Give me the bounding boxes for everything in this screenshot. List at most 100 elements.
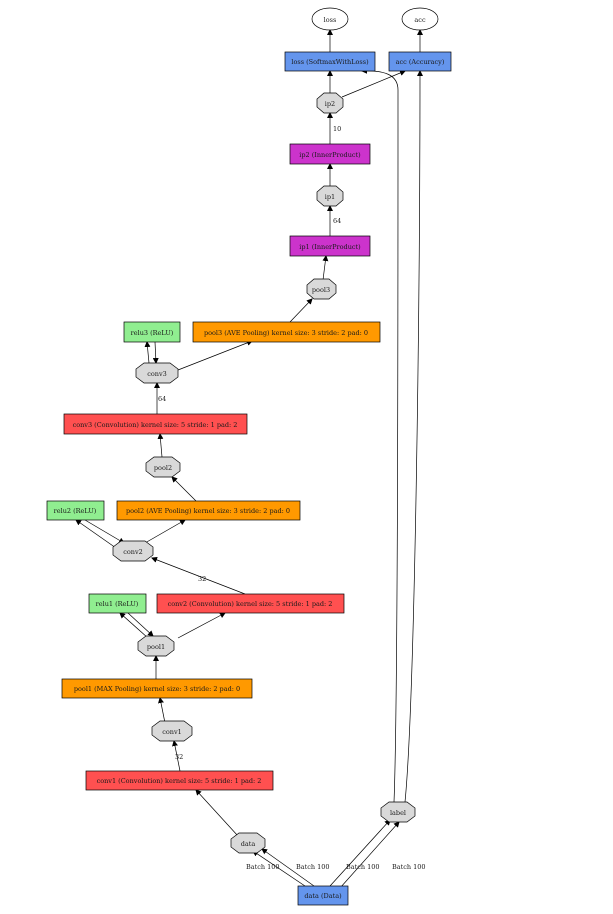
edge-pool2-conv3layer: [157, 433, 164, 458]
layer-conv1-label: conv1 (Convolution) kernel size: 5 strid…: [97, 777, 262, 785]
edge-datalayer-label-1: [329, 819, 391, 887]
blob-pool3-label: pool3: [312, 286, 330, 294]
blob-conv3-label: conv3: [147, 370, 167, 378]
edge-label-losslayer: [361, 67, 399, 803]
edge-label-conv3-out: 64: [158, 395, 166, 403]
layer-loss-label: loss (SoftmaxWithLoss): [291, 58, 369, 66]
edge-label-conv1-out: 32: [175, 753, 183, 761]
layer-pool3-box: [192, 321, 381, 343]
layer-ip1-label: ip1 (InnerProduct): [299, 243, 361, 251]
blob-conv1: conv1: [151, 720, 193, 742]
blob-pool2-label: pool2: [154, 464, 172, 472]
blob-ip1: ip1: [316, 185, 344, 207]
blob-pool1-label: pool1: [147, 643, 165, 651]
layer-relu3-box: [123, 321, 181, 343]
edge-datalayer-data-2: [261, 848, 315, 887]
edge-conv2layer-conv2: [151, 557, 246, 595]
edge-data-conv1layer: [195, 789, 239, 837]
layer-ip2: ip2 (InnerProduct): [289, 143, 371, 165]
blob-pool2: pool2: [145, 456, 181, 478]
layer-relu2-label: relu2 (ReLU): [54, 507, 97, 515]
edge-conv3-pool3layer: [177, 340, 253, 371]
nodes: loss acc loss (SoftmaxWithLoss) acc (Acc…: [46, 7, 452, 906]
layer-acc-label: acc (Accuracy): [396, 58, 445, 66]
edge-label-conv2-out: 32: [198, 575, 206, 583]
edge-pool1-relu1: [119, 612, 149, 639]
edges: [75, 29, 423, 889]
edge-conv2-pool2layer: [144, 519, 186, 544]
edge-labels: 10 64 64 32 32 Batch 100 Batch 100 Batch…: [158, 125, 426, 871]
edge-ip2-acclayer: [341, 70, 406, 98]
layer-ip1: ip1 (InnerProduct): [289, 235, 371, 257]
layer-data-label: data (Data): [304, 892, 342, 900]
blob-ip2: ip2: [316, 92, 344, 114]
layer-acc: acc (Accuracy): [388, 51, 452, 72]
blob-pool3: pool3: [306, 278, 337, 300]
layer-pool3: pool3 (AVE Pooling) kernel size: 3 strid…: [192, 321, 381, 343]
blob-acc: acc: [401, 7, 439, 31]
edge-label-batch-4: Batch 100: [392, 863, 426, 871]
edge-label-acclayer: [404, 70, 423, 803]
layer-data: data (Data): [297, 885, 349, 906]
layer-ip1-box: [289, 235, 371, 257]
layer-loss-box: [284, 51, 376, 72]
layer-relu2: relu2 (ReLU): [46, 500, 105, 521]
layer-conv3-label: conv3 (Convolution) kernel size: 5 strid…: [73, 421, 238, 429]
edge-label-ip2-out: 10: [333, 125, 341, 133]
edge-pool3-ip1layer: [322, 255, 329, 281]
layer-pool3-label: pool3 (AVE Pooling) kernel size: 3 strid…: [204, 329, 368, 337]
layer-pool2: pool2 (AVE Pooling) kernel size: 3 strid…: [116, 500, 301, 521]
edge-conv1-pool1layer: [158, 697, 166, 724]
edge-conv1layer-conv1: [172, 740, 181, 772]
blob-conv1-label: conv1: [162, 728, 182, 736]
blob-pool1: pool1: [137, 635, 175, 657]
blob-label: label: [380, 801, 416, 823]
layer-ip2-label: ip2 (InnerProduct): [299, 151, 361, 159]
layer-conv2-box: [156, 593, 345, 614]
blob-loss-label: loss: [324, 16, 337, 24]
layer-relu1-label: relu1 (ReLU): [96, 600, 139, 608]
edge-conv3-relu3: [144, 341, 151, 364]
edge-pool1-conv2layer: [177, 612, 226, 639]
blob-loss: loss: [311, 7, 349, 31]
layer-conv1: conv1 (Convolution) kernel size: 5 strid…: [85, 770, 274, 791]
blob-conv3: conv3: [135, 362, 179, 384]
edge-relu1-pool1: [127, 612, 154, 637]
layer-pool2-label: pool2 (AVE Pooling) kernel size: 3 strid…: [126, 507, 290, 515]
layer-conv1-box: [85, 770, 274, 791]
blob-conv2: conv2: [112, 540, 154, 562]
layer-pool1-box: [61, 678, 253, 699]
edge-label-batch-2: Batch 100: [296, 863, 330, 871]
layer-relu2-box: [46, 500, 105, 521]
blob-data: data: [230, 832, 266, 854]
layer-data-box: [297, 885, 349, 906]
layer-loss: loss (SoftmaxWithLoss): [284, 51, 376, 72]
layer-conv3: conv3 (Convolution) kernel size: 5 strid…: [63, 413, 248, 435]
layer-relu1: relu1 (ReLU): [88, 593, 147, 614]
layer-acc-box: [388, 51, 452, 72]
layer-pool2-box: [116, 500, 301, 521]
layer-pool1-label: pool1 (MAX Pooling) kernel size: 3 strid…: [74, 685, 240, 693]
edge-label-ip1-out: 64: [333, 217, 341, 225]
layer-relu3: relu3 (ReLU): [123, 321, 181, 343]
edge-pool2layer-pool2: [171, 476, 197, 502]
blob-ip2-label: ip2: [325, 100, 335, 108]
edge-relu3-conv3: [152, 341, 159, 364]
edge-pool3layer-pool3: [289, 298, 313, 323]
layer-conv3-box: [63, 413, 248, 435]
layer-ip2-box: [289, 143, 371, 165]
layer-relu3-label: relu3 (ReLU): [131, 329, 174, 337]
blob-acc-label: acc: [414, 16, 426, 24]
edge-conv2-relu2: [75, 519, 117, 549]
layer-conv2: conv2 (Convolution) kernel size: 5 strid…: [156, 593, 345, 614]
edge-datalayer-label-2: [339, 821, 400, 889]
edge-label-batch-3: Batch 100: [346, 863, 380, 871]
edge-label-batch-1: Batch 100: [246, 863, 280, 871]
layer-relu1-box: [88, 593, 147, 614]
blob-ip1-label: ip1: [325, 193, 335, 201]
edge-relu2-conv2: [84, 519, 125, 544]
blob-label-label: label: [390, 809, 406, 817]
layer-conv2-label: conv2 (Convolution) kernel size: 5 strid…: [168, 600, 333, 608]
blob-conv2-label: conv2: [123, 548, 143, 556]
